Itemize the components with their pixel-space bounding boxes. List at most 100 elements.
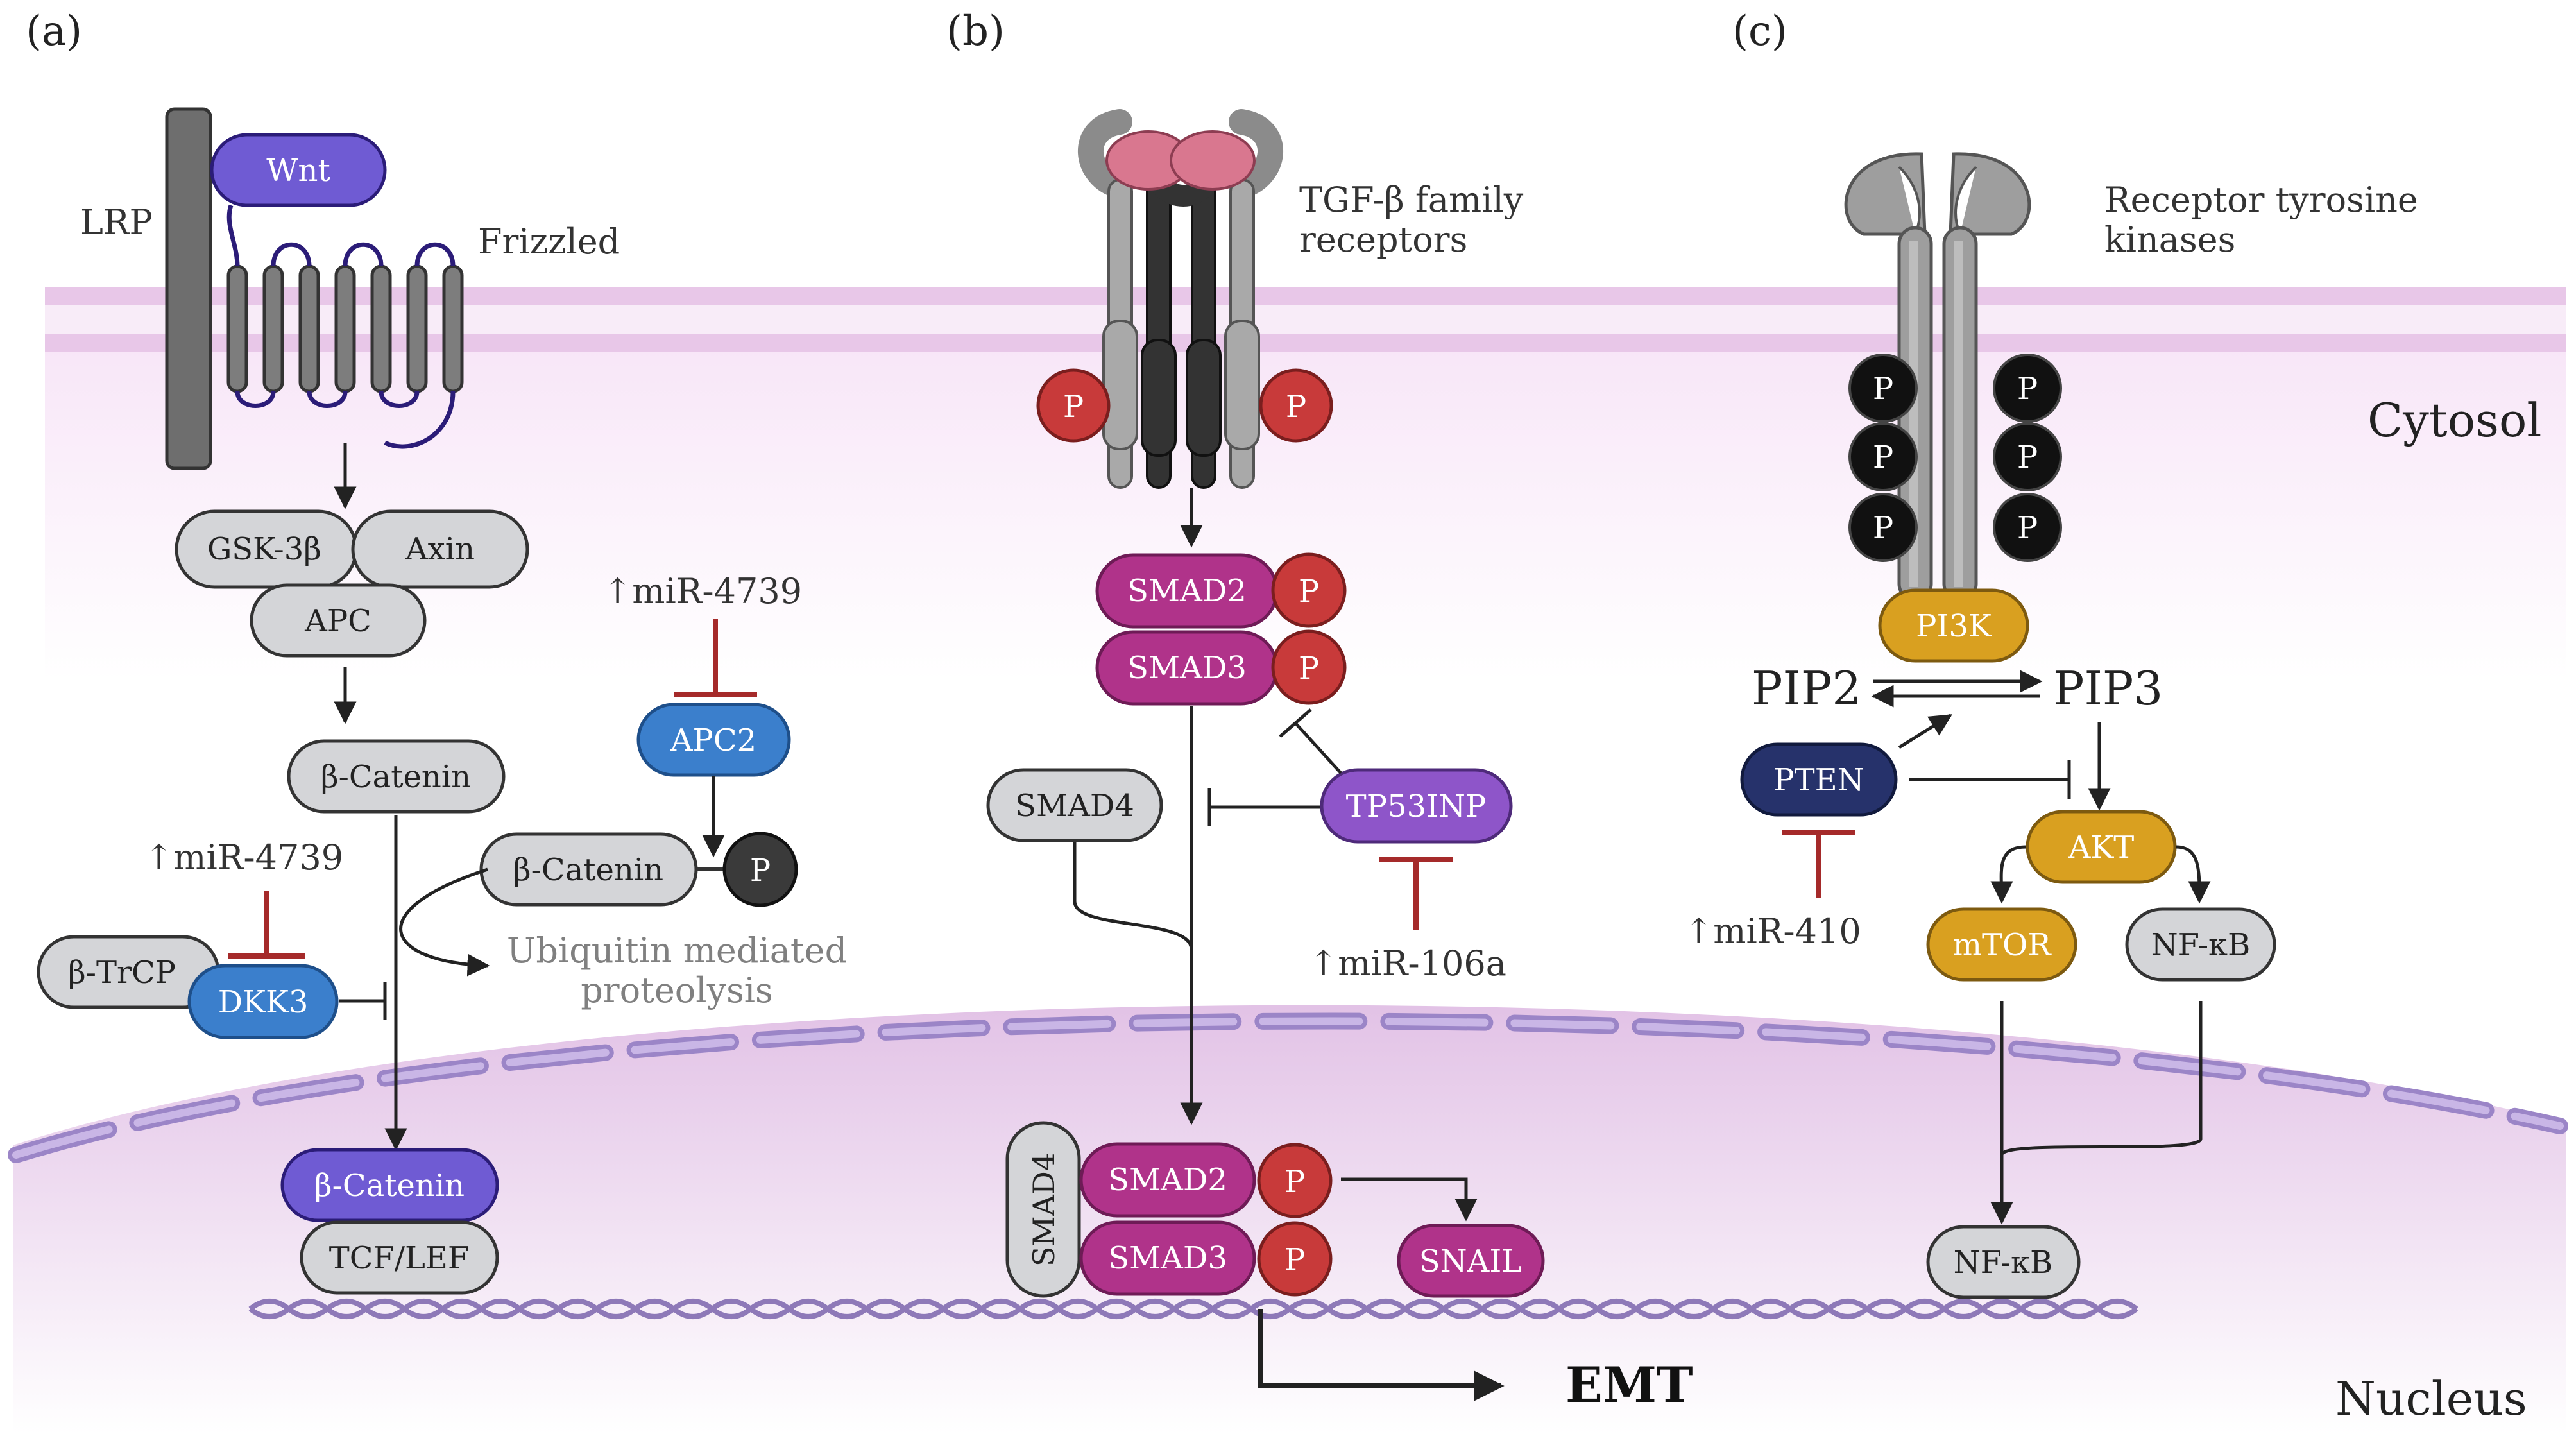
rtk-label-line2: kinases — [2104, 219, 2235, 260]
pten-protein — [1740, 742, 1898, 817]
nucleus-label: Nucleus — [2335, 1372, 2527, 1426]
panel-a: LRP Frizzled Wnt GSK-3β Axin APC β-Caten… — [37, 107, 847, 1295]
phosphate-smad3-nucleus-label: P — [1284, 1242, 1305, 1278]
nfkb-cytosol — [2125, 907, 2276, 982]
dkk3-label: DKK3 — [218, 984, 309, 1020]
phosphate-smad3-nucleus — [1257, 1221, 1333, 1297]
smad4-cytosol-label: SMAD4 — [1015, 788, 1134, 824]
frizzled-loops — [226, 204, 456, 449]
phosphate-left-2 — [1848, 422, 1918, 491]
ubiquitin-line2: proteolysis — [581, 970, 773, 1011]
phosphate-smad2-nucleus-label: P — [1284, 1164, 1305, 1200]
phosphate-smad2 — [1271, 552, 1347, 628]
cytosol-label: Cytosol — [2367, 393, 2541, 447]
axin-protein — [351, 509, 529, 589]
arrow-to-emt — [1258, 1309, 1505, 1401]
smad3-nucleus-label: SMAD3 — [1108, 1240, 1227, 1276]
pi3k-label: PI3K — [1916, 608, 1992, 644]
beta-catenin-label: β-Catenin — [321, 759, 471, 795]
phosphate-left-2-label: P — [1873, 440, 1893, 475]
tgfb-receptor-line1: TGF-β family — [1299, 180, 1524, 220]
tgfb-receptor-line2: receptors — [1299, 219, 1467, 260]
axin-label: Axin — [405, 531, 475, 567]
phosphate-smad2-label: P — [1299, 574, 1319, 610]
arrow-akt-to-nfkb — [2176, 845, 2211, 904]
smad3-nucleus — [1079, 1220, 1256, 1296]
smad2-nucleus — [1079, 1142, 1256, 1218]
tcflef-label: TCF/LEF — [329, 1240, 469, 1276]
nfkb-nucleus-label: NF-κB — [1954, 1245, 2053, 1281]
phosphate-left-3 — [1848, 493, 1918, 562]
panel-label-b: (b) — [946, 8, 1005, 55]
phosphate-right-2 — [1993, 422, 2062, 491]
emt-label: EMT — [1565, 1356, 1693, 1413]
smad2-nucleus-label: SMAD2 — [1108, 1162, 1227, 1198]
nfkb-cytosol-label: NF-κB — [2151, 927, 2251, 963]
phosphate-catenin — [722, 832, 798, 907]
phosphate-right-3-label: P — [2017, 510, 2038, 546]
phosphate-smad3 — [1271, 629, 1347, 705]
frizzled-label: Frizzled — [478, 221, 620, 262]
beta-catenin-nucleus — [280, 1148, 499, 1222]
apc-protein — [250, 583, 427, 658]
dkk3-protein — [187, 964, 339, 1039]
mtor-label: mTOR — [1952, 927, 2052, 963]
phosphate-right-3 — [1993, 493, 2062, 562]
phosphate-right-1-label: P — [2017, 371, 2038, 407]
lrp-label: LRP — [80, 202, 153, 243]
smad4-cytosol — [986, 768, 1163, 842]
phosphate-right-1 — [1993, 354, 2062, 423]
smad4-nucleus-label: SMAD4 — [1027, 1152, 1061, 1267]
nfkb-nucleus — [1926, 1225, 2081, 1299]
tcflef-protein — [300, 1220, 499, 1295]
phosphate-catenin-label: P — [750, 853, 771, 889]
akt-protein — [2026, 810, 2177, 884]
rtk-label-line1: Receptor tyrosine — [2104, 180, 2418, 220]
line-smad4-merge — [1073, 842, 1193, 950]
smad4-nucleus — [1005, 1121, 1081, 1298]
phosphate-receptor-left — [1036, 368, 1111, 443]
arrow-akt-to-mtor — [1990, 845, 2027, 904]
tgfb-receptor — [1077, 109, 1284, 489]
tp53inp-protein — [1320, 768, 1513, 844]
pten-label: PTEN — [1773, 762, 1864, 798]
btrcp-label: β-TrCP — [68, 955, 176, 991]
arrow-to-proteolysis — [399, 867, 490, 977]
frizzled-receptor — [226, 264, 464, 393]
nucleus-region — [13, 1005, 2566, 1434]
arrow-pten-to-pip2 — [1898, 713, 1952, 749]
phosphate-smad3-label: P — [1299, 651, 1319, 687]
pip2-label: PIP2 — [1752, 662, 1861, 715]
gsk3b-label: GSK-3β — [207, 531, 321, 567]
phosphate-smad2-nucleus — [1257, 1143, 1333, 1218]
phosphate-left-3-label: P — [1873, 510, 1893, 546]
dna-helix — [248, 1299, 2138, 1319]
panel-label-c: (c) — [1732, 8, 1787, 55]
pi3k-protein — [1878, 588, 2029, 663]
phosphate-right-2-label: P — [2017, 440, 2038, 475]
phosphate-left-1 — [1848, 354, 1918, 423]
apc2-label: APC2 — [670, 722, 756, 758]
phosphate-receptor-left-label: P — [1063, 389, 1084, 425]
mir410-label: ↑miR-410 — [1684, 911, 1861, 952]
snail-label: SNAIL — [1419, 1243, 1522, 1279]
lrp-receptor — [165, 107, 212, 470]
receptor-phosphates: P P P P P P — [1848, 354, 2062, 562]
ubiquitin-line1: Ubiquitin mediated — [507, 930, 847, 971]
smad3-cytosol-label: SMAD3 — [1127, 650, 1247, 686]
arrow-smad-to-snail — [1341, 1177, 1478, 1222]
mir106a-label: ↑miR-106a — [1309, 943, 1506, 984]
pip3-label: PIP3 — [2053, 662, 2163, 715]
mir4739-label-top: ↑miR-4739 — [603, 571, 802, 611]
tp53inp-label: TP53INP — [1346, 789, 1487, 824]
mir4739-label-left: ↑miR-4739 — [144, 837, 343, 878]
apc-label: APC — [304, 603, 371, 639]
smad2-cytosol-label: SMAD2 — [1127, 573, 1247, 609]
inhibit-tp53inp-phospho — [1295, 722, 1342, 774]
plasma-membrane — [45, 287, 2566, 352]
phosphate-receptor-right — [1259, 368, 1333, 443]
mtor-protein — [1926, 907, 2077, 982]
phosphate-left-1-label: P — [1873, 371, 1893, 407]
